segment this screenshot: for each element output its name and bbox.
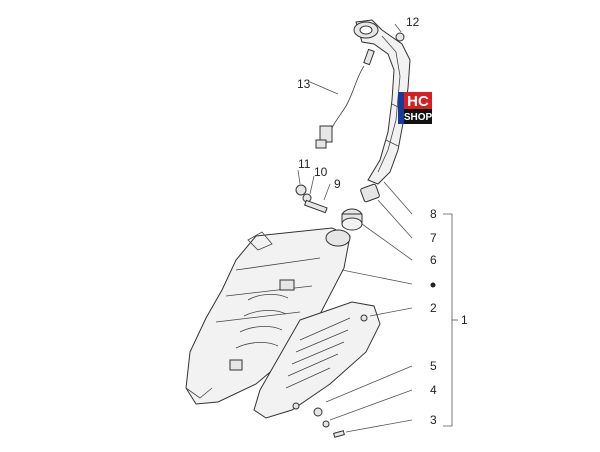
callout-2: 2: [430, 301, 437, 315]
callout-3: 3: [430, 413, 437, 427]
logo-hc-text: HC: [407, 93, 429, 110]
callout-dot: [430, 282, 436, 288]
gasket-6: [341, 208, 363, 231]
lambda-sensor: [315, 48, 375, 149]
muffler-body: [185, 227, 351, 405]
heat-shield: [253, 301, 381, 419]
callout-8: 8: [430, 207, 437, 221]
logo-shop-text: SHOP: [404, 112, 433, 123]
callout-6: 6: [430, 253, 437, 267]
callout-5: 5: [430, 359, 437, 373]
leader-lines: [297, 23, 413, 433]
assembly-bracket: [443, 213, 458, 427]
callout-1: 1: [461, 313, 468, 327]
clamp-7: [360, 183, 380, 203]
callout-10: 10: [314, 165, 328, 179]
callout-11: 11: [298, 157, 311, 171]
callout-4: 4: [430, 383, 437, 397]
shield-screws: [313, 407, 345, 438]
callout-13: 13: [297, 77, 311, 91]
exhaust-manifold-pipe: [353, 19, 411, 185]
callout-7: 7: [430, 231, 437, 245]
mounting-hardware: [295, 184, 328, 214]
hc-shop-logo: HC SHOP: [398, 92, 432, 124]
stud-12: [395, 32, 405, 42]
callout-9: 9: [334, 177, 341, 191]
callout-12: 12: [406, 15, 420, 29]
